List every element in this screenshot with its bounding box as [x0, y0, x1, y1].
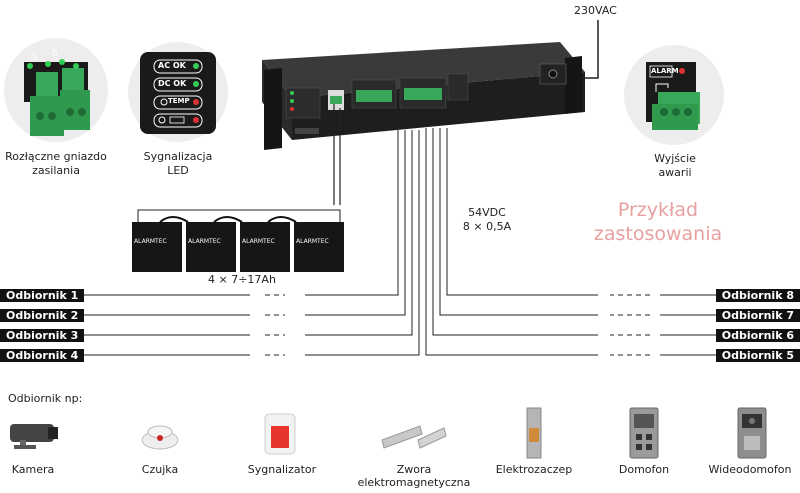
device-label-siren: Sygnalizator [222, 463, 342, 476]
detector-icon [141, 425, 179, 450]
device-label-strike: Elektrozaczep [474, 463, 594, 476]
power-socket-caption-line1: Rozłączne gniazdo [5, 150, 107, 163]
electromagnetic-lock-icon [381, 425, 447, 449]
alarm-caption: Wyjście awarii [630, 152, 720, 180]
video-intercom-icon [737, 407, 767, 459]
output-spec-current: 8 × 0,5A [462, 220, 512, 233]
device-label-line: Domofon [618, 463, 670, 476]
alarm-badge: ALARM [651, 67, 679, 75]
camera-icon [10, 424, 58, 449]
receiver-badge-7: Odbiornik 7 [715, 309, 800, 322]
device-label-line: Sygnalizator [247, 463, 317, 476]
intercom-icon [629, 407, 659, 459]
led-ac-ok: AC OK [158, 61, 186, 70]
device-label-line: Elektrozaczep [495, 463, 573, 476]
device-label-line: Zwora [396, 463, 432, 476]
led-temp: TEMP [168, 97, 190, 105]
mains-label: 230VAC [574, 4, 617, 17]
door-strike-icon [526, 407, 542, 459]
battery-pack [132, 209, 344, 272]
alarm-caption-line1: Wyjście [654, 152, 696, 165]
battery-brand-3: ALARMTEC [242, 238, 275, 245]
receiver-badge-1: Odbiornik 1 [0, 289, 85, 302]
battery-brand-2: ALARMTEC [188, 238, 221, 245]
receiver-badge-5: Odbiornik 5 [715, 349, 800, 362]
receiver-badge-3: Odbiornik 3 [0, 329, 85, 342]
output-wires-right [425, 128, 720, 356]
led-dc-ok: DC OK [158, 79, 187, 88]
device-label-line2: elektromagnetyczna [357, 476, 471, 489]
example-title: Przykład zastosowania [578, 198, 738, 246]
output-wires-left [72, 130, 420, 356]
power-socket-caption: Rozłączne gniazdo zasilania [0, 150, 112, 178]
output-spec-voltage: 54VDC [468, 206, 506, 219]
receiver-badge-4: Odbiornik 4 [0, 349, 85, 362]
receiver-badge-6: Odbiornik 6 [715, 329, 800, 342]
siren-icon [264, 413, 296, 455]
socket-digit-5: 5 [32, 53, 38, 63]
receiver-badge-2: Odbiornik 2 [0, 309, 85, 322]
led-panel-detail [128, 42, 228, 142]
devices-title: Odbiornik np: [8, 392, 83, 405]
led-caption-line2: LED [167, 164, 189, 177]
device-label-line: Kamera [11, 463, 55, 476]
output-spec: 54VDC 8 × 0,5A [452, 206, 522, 234]
alarm-output-detail [624, 45, 724, 145]
battery-brand-4: ALARMTEC [296, 238, 329, 245]
battery-label: 4 × 7÷17Ah [208, 273, 276, 286]
device-label-line: Czujka [141, 463, 179, 476]
example-title-line2: zastosowania [593, 223, 723, 245]
led-caption: Sygnalizacja LED [128, 150, 228, 178]
led-caption-line1: Sygnalizacja [143, 150, 213, 163]
device-label-intercom: Domofon [584, 463, 704, 476]
socket-digit-6: 6 [52, 49, 58, 59]
power-socket-detail [4, 38, 108, 142]
device-label-camera: Kamera [0, 463, 93, 476]
device-label-maglock: Zwora elektromagnetyczna [354, 463, 474, 489]
psu-rack-unit [262, 42, 585, 150]
power-socket-caption-line2: zasilania [32, 164, 80, 177]
device-label-line: Wideodomofon [708, 463, 792, 476]
example-title-line1: Przykład [617, 199, 699, 221]
receiver-badge-8: Odbiornik 8 [715, 289, 800, 302]
alarm-caption-line2: awarii [658, 166, 692, 179]
device-label-video-intercom: Wideodomofon [690, 463, 800, 476]
device-label-detector: Czujka [100, 463, 220, 476]
battery-brand-1: ALARMTEC [134, 238, 167, 245]
